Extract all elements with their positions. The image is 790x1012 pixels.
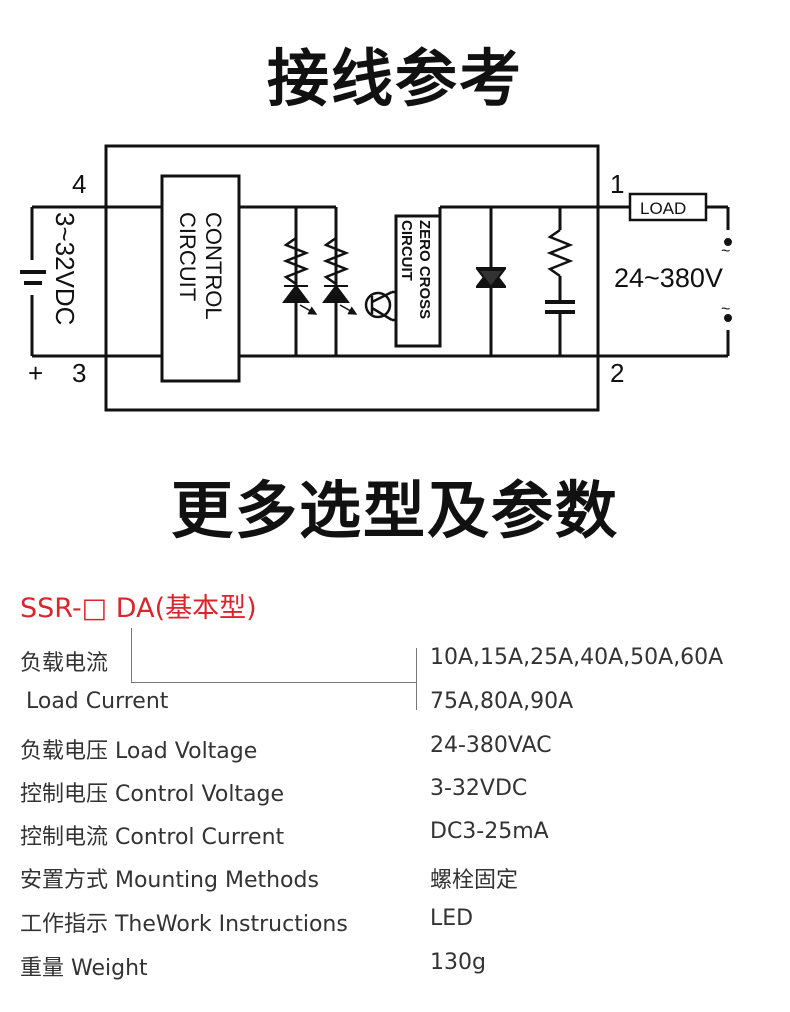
spec-label-control-voltage: 控制电压 Control Voltage	[20, 782, 285, 807]
bracket-connector	[131, 628, 417, 683]
control-circuit-line1: CONTROL	[201, 212, 226, 320]
wiring-diagram: 4 3 + 1 2 3~32VDC CONTROL CIRCUIT ZERO C…	[20, 144, 732, 412]
zero-cross-line1: ZERO CROSS	[416, 220, 433, 319]
wiring-heading: 接线参考	[266, 42, 523, 115]
model-title: SSR-□ DA(基本型)	[20, 593, 257, 624]
load-current-cn-label: 负载电流	[20, 651, 109, 676]
ac-tilde-bottom: ~	[721, 301, 730, 318]
more-models-heading: 更多选型及参数	[170, 474, 619, 547]
ac-voltage-label: 24~380V	[614, 263, 723, 293]
spec-value-control-voltage: 3-32VDC	[430, 776, 528, 801]
bracket-right	[416, 648, 417, 710]
module-outline	[104, 144, 600, 412]
load-current-value-2: 75A,80A,90A	[430, 689, 574, 714]
terminal-4: 4	[72, 169, 86, 199]
spec-label-weight: 重量 Weight	[20, 956, 148, 981]
load-label: LOAD	[640, 199, 686, 218]
spec-label-mounting: 安置方式 Mounting Methods	[20, 868, 319, 893]
load-current-value-1: 10A,15A,25A,40A,50A,60A	[430, 645, 724, 670]
control-circuit-box	[160, 174, 241, 383]
spec-value-mounting: 螺栓固定	[430, 868, 519, 893]
terminal-2: 2	[610, 358, 624, 388]
terminal-plus: +	[28, 358, 43, 388]
control-circuit-line2: CIRCUIT	[175, 212, 200, 301]
terminal-3: 3	[72, 358, 86, 388]
control-voltage-label: 3~32VDC	[50, 212, 80, 325]
spec-label-indicator: 工作指示 TheWork Instructions	[20, 912, 348, 937]
spec-label-load-voltage: 负载电压 Load Voltage	[20, 739, 258, 764]
zero-cross-line2: CIRCUIT	[398, 220, 415, 281]
load-current-en-label: Load Current	[26, 689, 169, 714]
spec-value-load-voltage: 24-380VAC	[430, 733, 552, 758]
spec-value-control-current: DC3-25mA	[430, 819, 549, 844]
ac-tilde-top: ~	[721, 243, 730, 260]
terminal-1: 1	[610, 169, 624, 199]
spec-value-weight: 130g	[430, 950, 486, 975]
spec-value-indicator: LED	[430, 906, 474, 931]
zero-cross-box	[394, 214, 442, 348]
spec-label-control-current: 控制电流 Control Current	[20, 825, 285, 850]
